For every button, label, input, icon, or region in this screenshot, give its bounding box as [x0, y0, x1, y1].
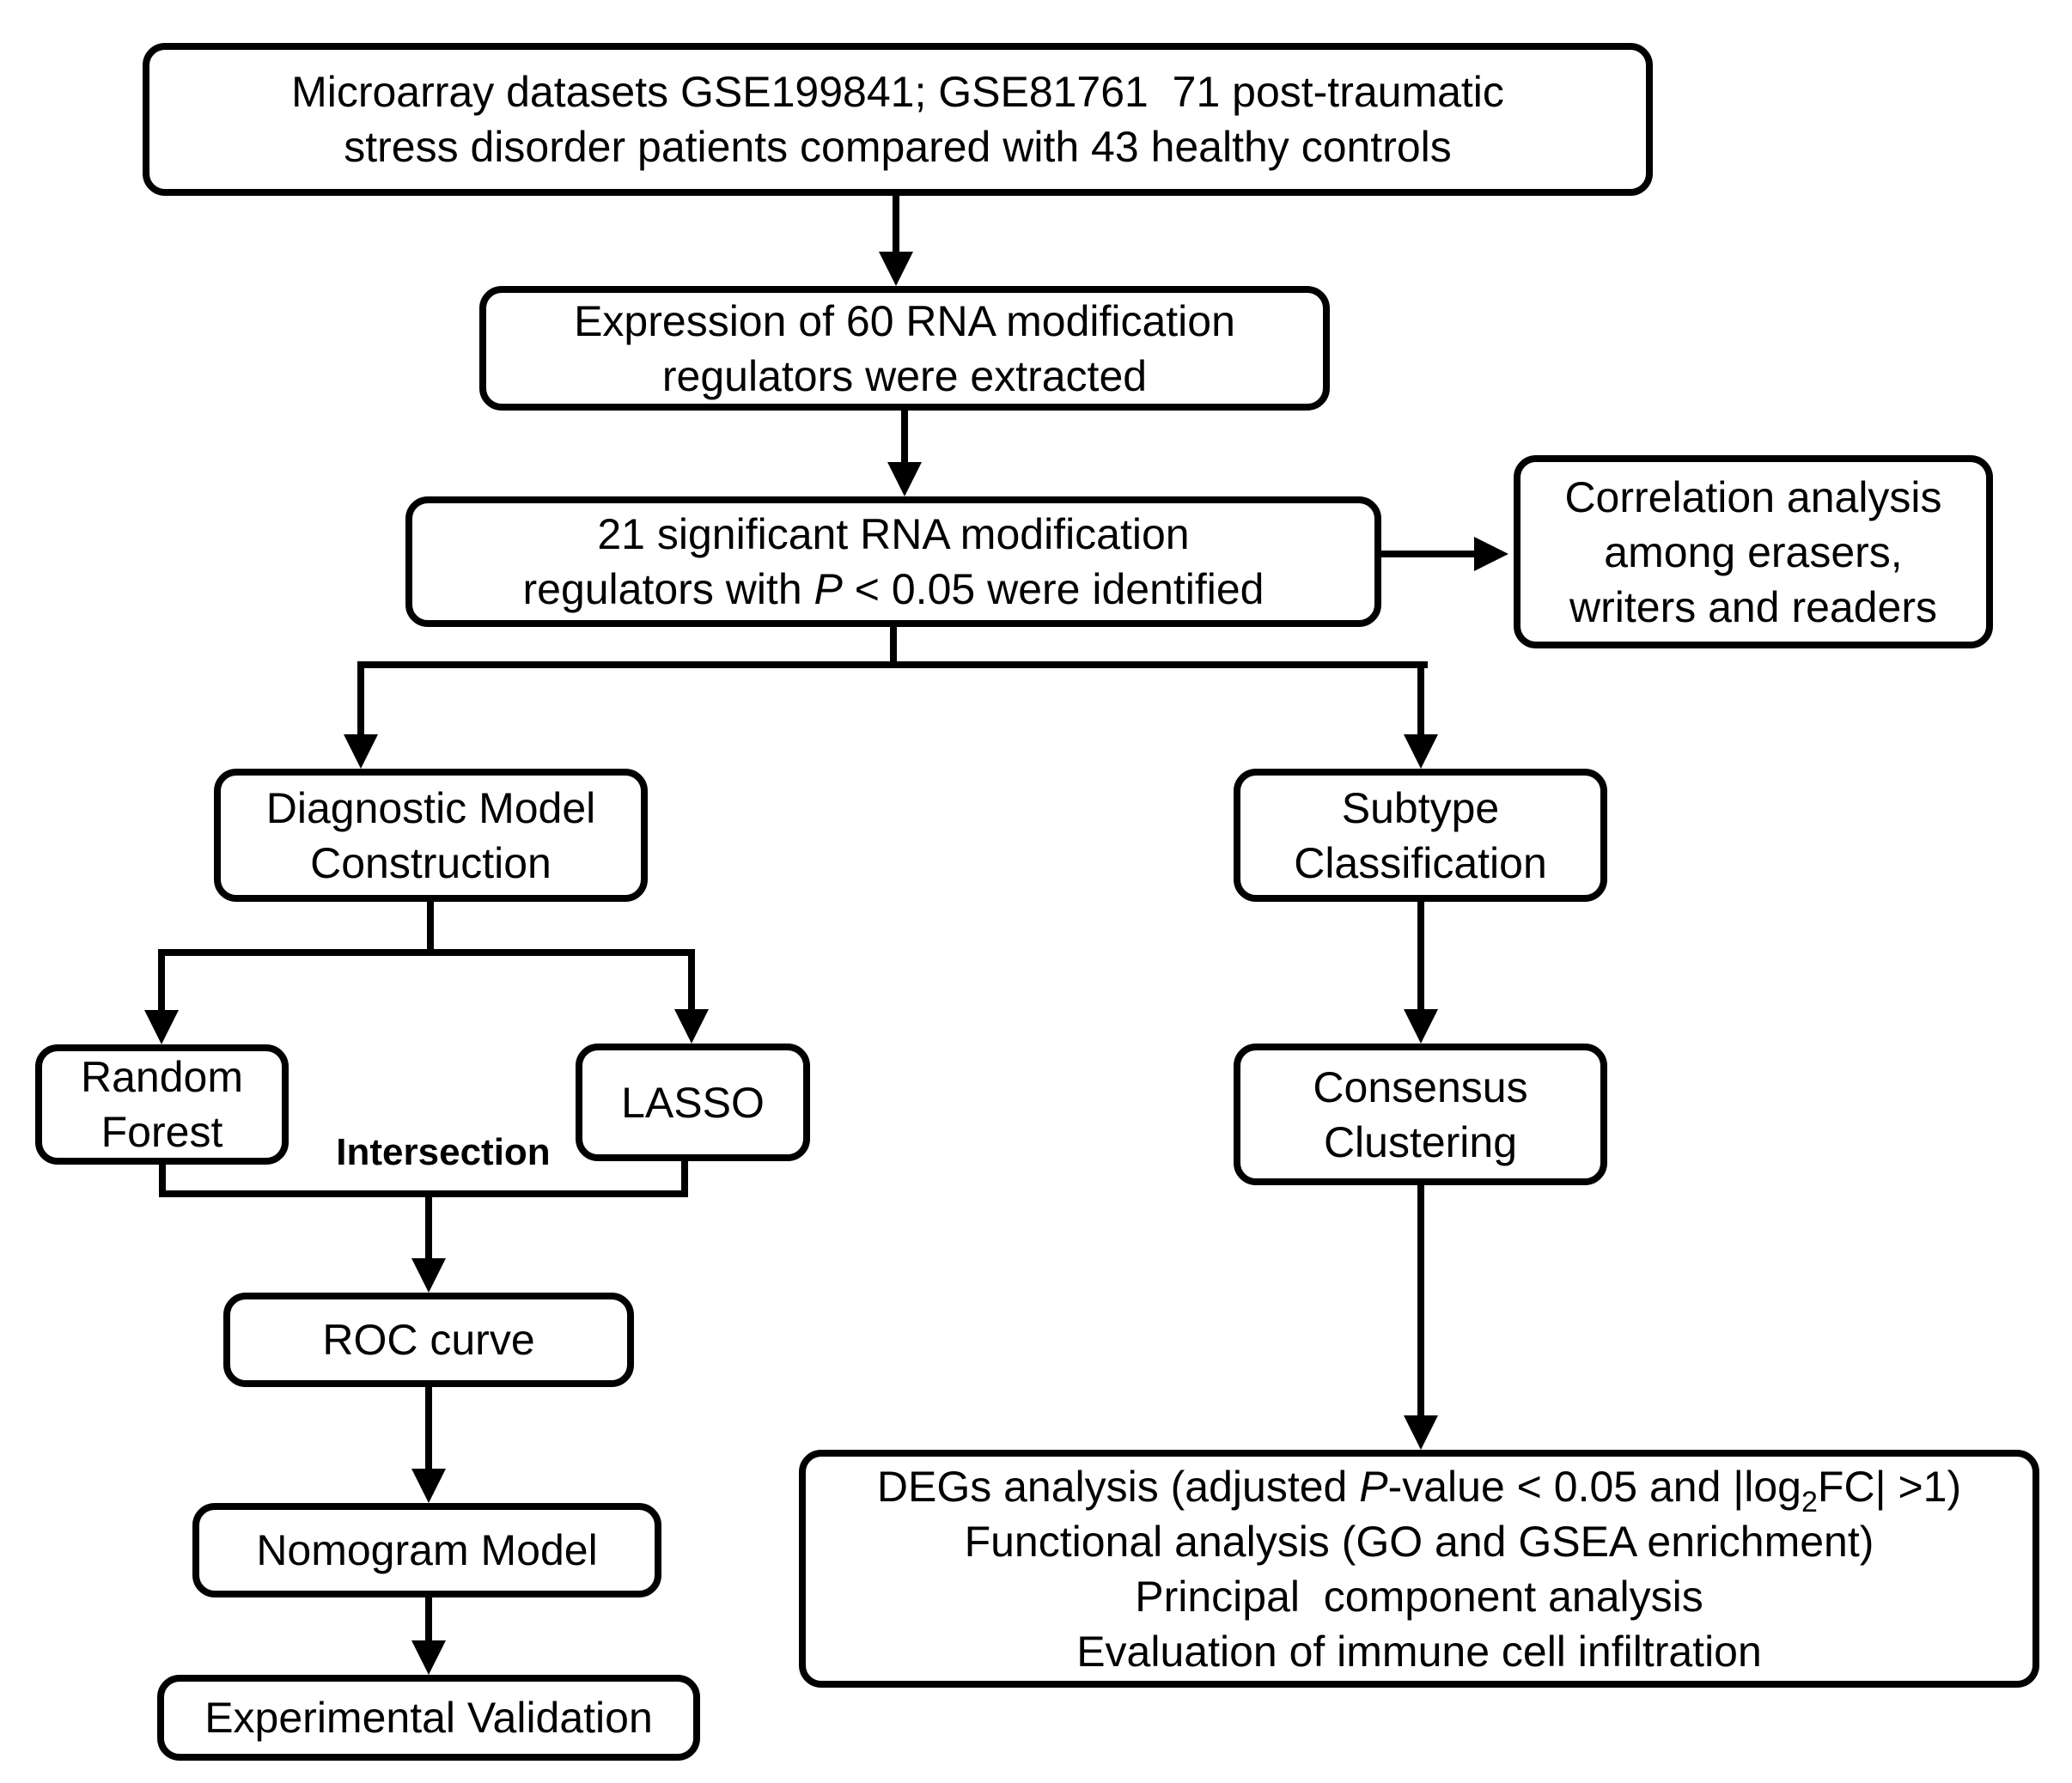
box-experimental-label: Experimental Validation	[204, 1694, 653, 1742]
box-degs-line4: Evaluation of immune cell infiltration	[1076, 1627, 1762, 1676]
connector-branch-to-subtype	[1417, 661, 1424, 737]
box-correlation-line1: Correlation analysis	[1564, 472, 1942, 521]
box-nomogram-model: Nomogram Model	[192, 1503, 661, 1597]
box-correlation-line2: among erasers,	[1604, 527, 1903, 576]
p-value-italic: P	[814, 565, 843, 613]
connector-consensus-to-degs	[1417, 1184, 1424, 1418]
box-diagnostic-model: Diagnostic Model Construction	[214, 769, 648, 902]
box-experimental-validation: Experimental Validation	[157, 1675, 700, 1761]
box-microarray-datasets: Microarray datasets GSE199841; GSE81761 …	[143, 43, 1653, 196]
arrowhead-subtype-to-consensus	[1404, 1009, 1438, 1044]
arrowhead-branch-to-subtype	[1404, 734, 1438, 769]
box-random-forest-line2: Forest	[101, 1108, 223, 1156]
arrowhead-branch2-to-rf	[144, 1010, 179, 1044]
box-expression-line1: Expression of 60 RNA modification	[574, 296, 1235, 345]
connector-subtype-to-consensus	[1417, 900, 1424, 1012]
box-lasso-label: LASSO	[621, 1078, 765, 1127]
box-correlation-analysis: Correlation analysis among erasers, writ…	[1514, 455, 1993, 648]
log2-subscript: 2	[1801, 1485, 1818, 1518]
connector-significant-drop	[890, 625, 897, 668]
box-consensus-line1: Consensus	[1313, 1062, 1528, 1111]
connector-branch2-top	[158, 949, 695, 956]
box-expression-line2: regulators were extracted	[661, 351, 1148, 400]
box-significant-line1: 21 significant RNA modification	[597, 510, 1190, 558]
box-consensus-clustering: Consensus Clustering	[1234, 1044, 1607, 1185]
connector-lasso-drop	[681, 1159, 688, 1197]
box-diagnostic-line2: Construction	[310, 838, 552, 887]
box-significant-regulators: 21 significant RNA modification regulato…	[405, 496, 1381, 627]
box-degs-line3: Principal component analysis	[1135, 1572, 1703, 1621]
connector-significant-to-correlation	[1381, 551, 1479, 557]
connector-branch2-to-lasso	[688, 949, 695, 1012]
box-significant-line2: regulators with P < 0.05 were identified	[522, 565, 1265, 613]
arrowhead-branch2-to-lasso	[674, 1009, 709, 1044]
connector-nomogram-to-experimental	[425, 1596, 432, 1643]
arrowhead-branch-to-diagnostic	[344, 734, 378, 769]
box-consensus-line2: Clustering	[1323, 1117, 1518, 1166]
connector-diagnostic-drop	[427, 900, 434, 956]
connector-join-to-roc	[425, 1190, 432, 1261]
box-roc-label: ROC curve	[322, 1316, 535, 1364]
p-value-italic-degs: P	[1359, 1462, 1388, 1511]
box-subtype-classification: Subtype Classification	[1234, 769, 1607, 902]
arrowhead-roc-to-nomogram	[411, 1469, 446, 1503]
box-microarray-datasets-line2: stress disorder patients compared with 4…	[344, 123, 1452, 171]
box-random-forest-line1: Random	[81, 1053, 243, 1101]
connector-roc-to-nomogram	[425, 1385, 432, 1471]
arrowhead-datasets-to-expression	[879, 252, 913, 286]
arrowhead-expression-to-significant	[887, 462, 922, 496]
connector-branch2-to-rf	[158, 949, 165, 1013]
connector-expression-to-significant	[901, 411, 908, 465]
box-degs-analysis: DEGs analysis (adjusted P-value < 0.05 a…	[799, 1450, 2039, 1688]
intersection-label: Intersection	[336, 1131, 551, 1173]
connector-datasets-to-expression	[893, 196, 899, 254]
box-random-forest: Random Forest	[35, 1044, 289, 1165]
arrowhead-join-to-roc	[411, 1258, 446, 1293]
box-nomogram-label: Nomogram Model	[256, 1526, 598, 1574]
connector-rf-drop	[159, 1163, 166, 1197]
box-expression-extracted: Expression of 60 RNA modification regula…	[479, 286, 1330, 411]
connector-branch-top	[357, 661, 1428, 668]
box-subtype-line1: Subtype	[1341, 783, 1500, 832]
box-diagnostic-line1: Diagnostic Model	[265, 783, 596, 832]
box-degs-line2: Functional analysis (GO and GSEA enrichm…	[964, 1517, 1874, 1566]
arrowhead-nomogram-to-experimental	[411, 1640, 446, 1675]
box-roc-curve: ROC curve	[223, 1293, 634, 1387]
box-degs-line1: DEGs analysis (adjusted P-value < 0.05 a…	[876, 1462, 1962, 1518]
connector-intersection-join	[159, 1190, 688, 1197]
box-microarray-datasets-line1: Microarray datasets GSE199841; GSE81761 …	[291, 68, 1504, 116]
connector-branch-to-diagnostic	[357, 661, 364, 737]
arrowhead-consensus-to-degs	[1404, 1415, 1438, 1450]
box-subtype-line2: Classification	[1294, 838, 1547, 887]
box-lasso: LASSO	[576, 1044, 810, 1161]
arrowhead-significant-to-correlation	[1474, 537, 1508, 571]
box-correlation-line3: writers and readers	[1569, 582, 1937, 631]
